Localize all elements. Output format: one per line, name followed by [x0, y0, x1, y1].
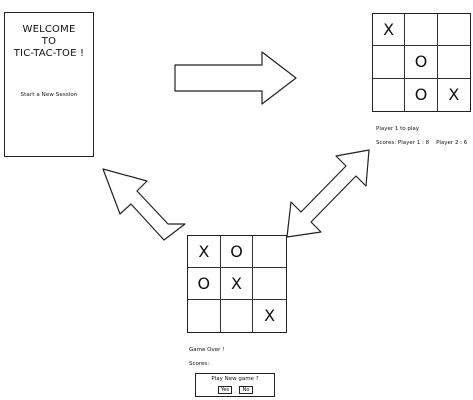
- board-cell: X: [188, 236, 221, 268]
- play-again-dialog: Play New game ? Yes No: [195, 373, 275, 397]
- board-cell[interactable]: X: [373, 14, 406, 47]
- yes-button[interactable]: Yes: [218, 386, 232, 394]
- board-cell[interactable]: [373, 78, 406, 111]
- board-cell[interactable]: [373, 46, 406, 79]
- board-cell[interactable]: O: [405, 46, 438, 79]
- board-cell: [188, 300, 221, 332]
- arrow-to-welcome-icon: [102, 168, 186, 241]
- board-cell: [253, 268, 286, 300]
- scores-label: Scores:: [189, 361, 210, 367]
- board-cell[interactable]: [405, 14, 438, 47]
- board-cell: O: [220, 236, 254, 268]
- board-cell[interactable]: X: [448, 84, 460, 104]
- board-cell: [221, 300, 254, 332]
- arrow-to-game-icon: [174, 51, 297, 105]
- game-over-board: X O O X X: [187, 235, 287, 333]
- no-button[interactable]: No: [239, 386, 253, 394]
- welcome-title: WELCOME TO TIC-TAC-TOE !: [13, 24, 85, 59]
- game-over-status: Game Over !: [189, 347, 225, 353]
- board-cell: O: [188, 268, 221, 300]
- board-cell: X: [264, 306, 276, 325]
- start-new-session-link[interactable]: Start a New Session: [20, 92, 78, 98]
- board-cell: X: [220, 268, 254, 300]
- board-cell: [253, 236, 286, 268]
- board-cell[interactable]: O: [405, 78, 438, 111]
- scores-text: Scores: Player 1 : 8 Player 2 : 6: [376, 140, 468, 146]
- arrow-game-gameover-icon: [286, 149, 370, 238]
- board-cell[interactable]: [437, 14, 470, 47]
- dialog-title: Play New game ?: [211, 376, 259, 382]
- game-board: X O O X: [372, 13, 471, 112]
- turn-status: Player 1 to play: [376, 126, 420, 132]
- welcome-screen: WELCOME TO TIC-TAC-TOE ! Start a New Ses…: [4, 12, 94, 157]
- board-cell[interactable]: [437, 46, 470, 79]
